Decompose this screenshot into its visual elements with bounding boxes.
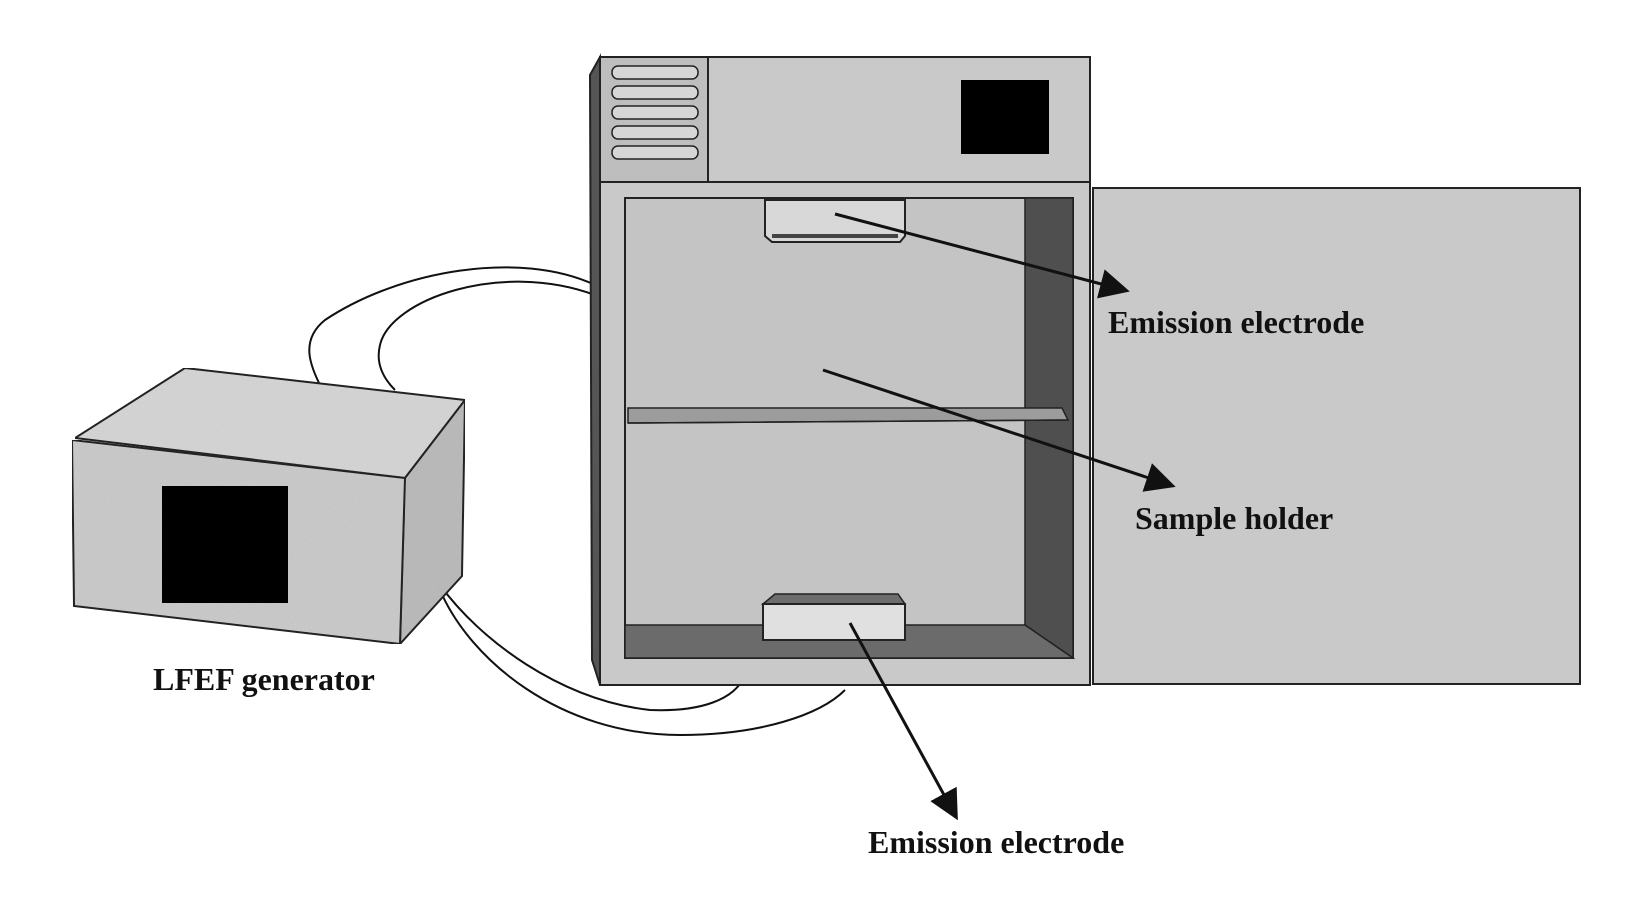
arrow-bottom-electrode — [848, 622, 958, 821]
cable-upper-2 — [377, 280, 596, 391]
chamber-interior — [624, 197, 1074, 659]
cables — [308, 266, 846, 737]
cable-lower-2 — [439, 589, 846, 737]
lfef-generator — [70, 366, 467, 647]
label-lfef-generator: LFEF generator — [153, 661, 375, 697]
cabinet-door — [1092, 187, 1581, 685]
vent-slots — [611, 65, 699, 160]
incubator — [588, 53, 1581, 686]
cabinet-left-edge — [588, 53, 601, 686]
top-electrode — [764, 199, 906, 243]
cable-lower-1 — [439, 584, 746, 712]
cable-upper-1 — [308, 266, 596, 386]
arrow-sample-holder — [822, 368, 1176, 492]
bottom-electrode-front — [762, 603, 906, 641]
arrow-top-electrode — [834, 212, 1130, 299]
label-bottom-emission-electrode: Emission electrode — [868, 824, 1125, 860]
generator-screen — [162, 486, 288, 603]
label-top-emission-electrode: Emission electrode — [1108, 304, 1365, 340]
label-sample-holder: Sample holder — [1135, 500, 1334, 536]
display-screen — [961, 80, 1049, 154]
bottom-electrode-top — [760, 593, 907, 605]
leader-arrows — [822, 212, 1176, 821]
